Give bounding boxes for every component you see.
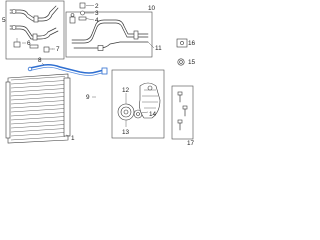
top-fitting-parts — [78, 2, 95, 21]
callout-2: 2 — [95, 3, 99, 10]
callout-14: 14 — [149, 111, 157, 118]
highlighted-hose — [27, 63, 108, 76]
suction-line-assembly — [69, 13, 149, 51]
group-box-fasteners — [171, 85, 194, 140]
callout-1: 1 — [71, 135, 75, 142]
callout-15: 15 — [188, 59, 196, 66]
leader-11 — [147, 41, 155, 49]
compressor-body — [139, 82, 161, 119]
side-seal-part — [177, 58, 185, 66]
callout-16: 16 — [188, 40, 196, 47]
leader-14 — [140, 111, 149, 114]
callout-3: 3 — [95, 10, 99, 17]
callout-13: 13 — [122, 129, 130, 136]
leader-1 — [65, 134, 71, 137]
callout-11: 11 — [155, 45, 162, 52]
condenser — [5, 73, 71, 144]
fasteners — [177, 91, 188, 131]
callout-7: 7 — [56, 46, 60, 53]
callout-6: 6 — [27, 40, 31, 47]
callout-10: 10 — [148, 5, 156, 12]
callout-9: 9 — [86, 94, 90, 101]
group-box-compressor — [111, 69, 165, 139]
group-box-left — [5, 0, 65, 60]
side-bracket-part — [176, 38, 188, 48]
group-box-right — [65, 11, 153, 58]
ac-parts-diagram: 2 3 4 5 6 7 8 9 10 11 12 13 14 15 16 17 … — [2, 0, 196, 147]
leader-8 — [41, 62, 45, 66]
refrigerant-line-assembly — [9, 5, 59, 41]
callout-4: 4 — [95, 17, 99, 24]
small-fitting-parts — [13, 38, 53, 53]
callout-12: 12 — [122, 87, 130, 94]
callout-8: 8 — [38, 57, 42, 64]
callout-5: 5 — [2, 17, 6, 24]
callout-17: 17 — [187, 140, 195, 147]
compressor-pulley — [117, 103, 135, 121]
